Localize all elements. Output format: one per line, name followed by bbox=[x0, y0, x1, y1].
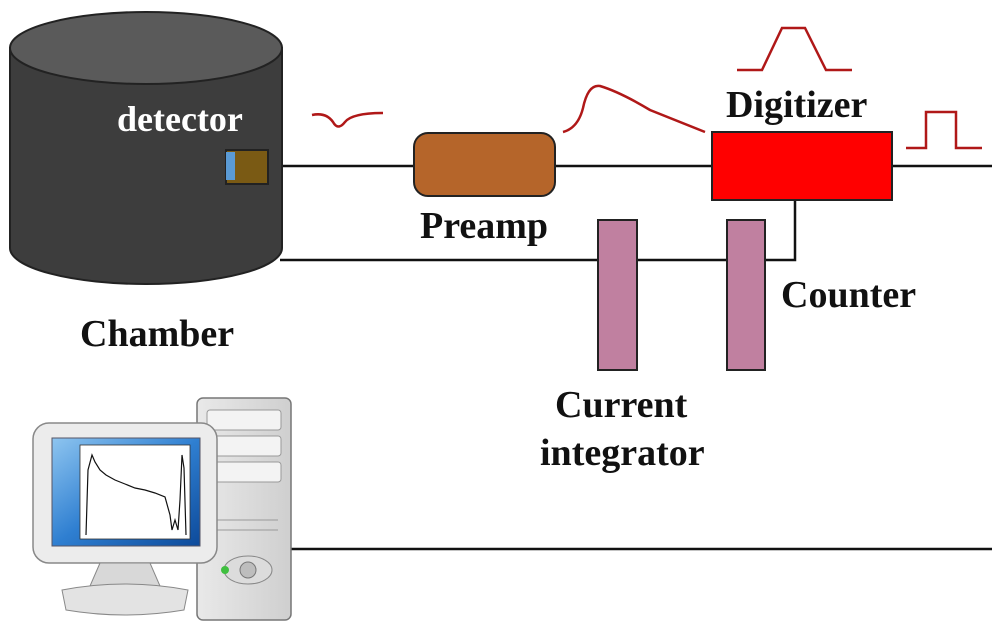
current-integrator-label-line2: integrator bbox=[540, 432, 705, 474]
desktop-computer-icon bbox=[32, 397, 292, 621]
detector bbox=[225, 149, 269, 185]
preamp-box bbox=[413, 132, 556, 197]
counter-label: Counter bbox=[781, 274, 916, 316]
wire-counter-digitizer bbox=[765, 200, 797, 262]
shaped-pulse-trace bbox=[737, 26, 852, 72]
chamber bbox=[9, 11, 283, 285]
preamp-label: Preamp bbox=[420, 205, 548, 247]
counter-bar bbox=[726, 219, 766, 371]
signal-traces bbox=[311, 26, 982, 150]
digitizer-label: Digitizer bbox=[726, 84, 868, 126]
chamber-label: Chamber bbox=[80, 313, 234, 355]
digitizer-box bbox=[711, 131, 893, 201]
detector-pulse-trace bbox=[311, 111, 384, 128]
logic-pulse-trace bbox=[906, 110, 982, 150]
current-integrator-bar bbox=[597, 219, 638, 371]
wires bbox=[268, 164, 992, 551]
preamp-pulse-trace bbox=[562, 84, 706, 134]
detector-label: detector bbox=[117, 99, 243, 139]
current-integrator-label-line1: Current bbox=[555, 384, 688, 426]
